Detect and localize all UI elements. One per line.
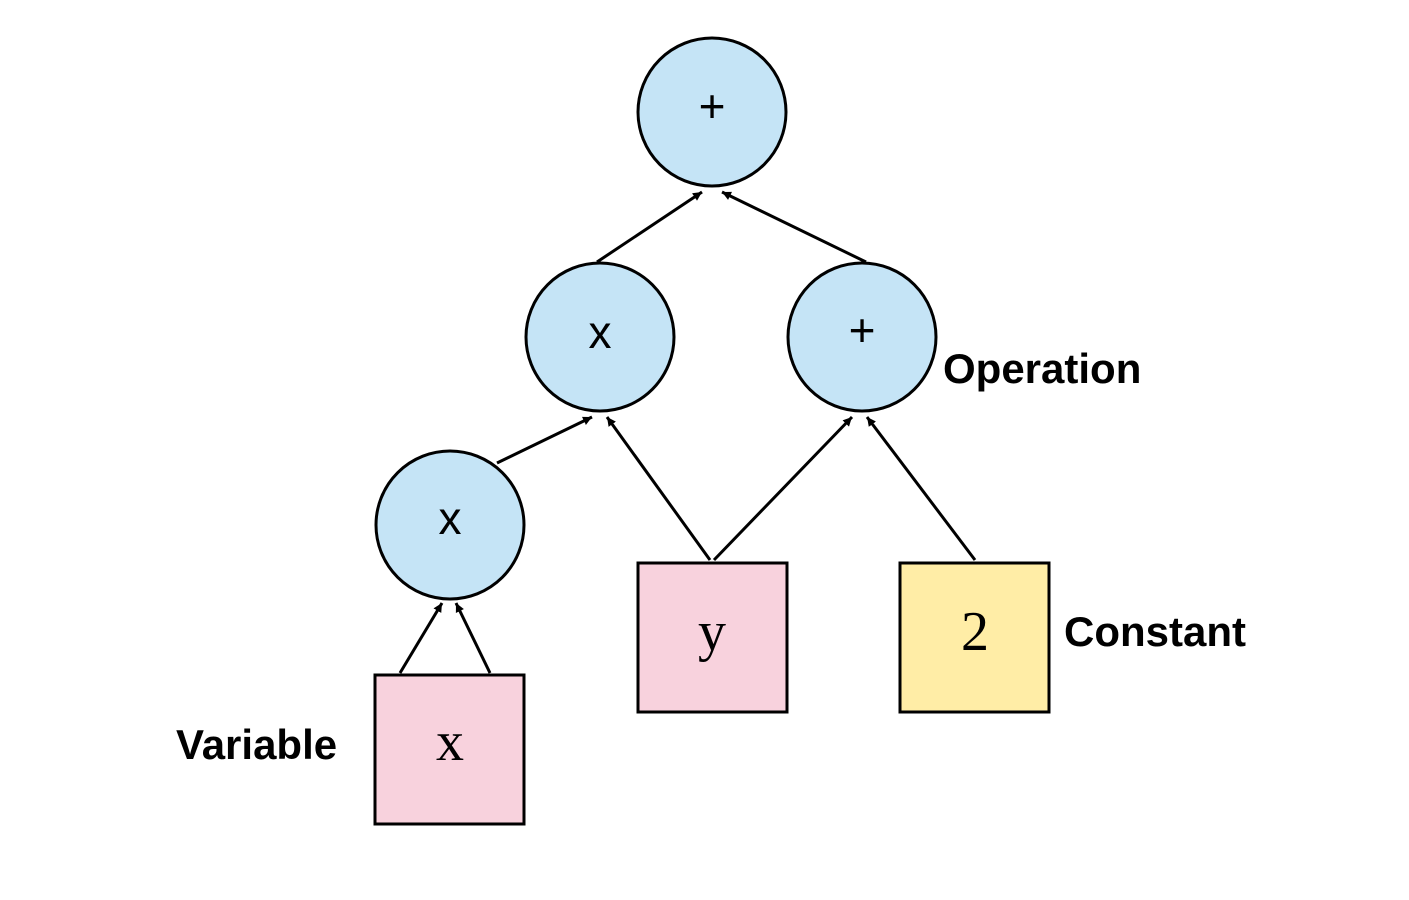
edge-var-y-to-mid-times	[605, 416, 712, 561]
variable-box	[636, 561, 789, 714]
edge-low-times-to-mid-times	[496, 415, 593, 465]
operation-symbol: x	[589, 306, 612, 358]
edge-var-y-to-mid-plus	[712, 415, 854, 562]
constant-label: Constant	[1064, 608, 1246, 655]
operation-label: Operation	[943, 345, 1141, 392]
operation-circle	[374, 449, 526, 601]
node-low-times: x	[374, 449, 526, 601]
operation-circle	[524, 261, 676, 413]
node-var-x: x	[373, 673, 526, 826]
edge-var-x-to-low-times-right	[454, 602, 492, 674]
edge-const-2-to-mid-plus	[865, 416, 977, 561]
edge-mid-plus-to-top-plus	[721, 190, 867, 264]
operation-symbol: x	[439, 492, 462, 544]
variable-symbol: y	[698, 601, 726, 663]
edge-mid-times-to-top-plus	[596, 190, 703, 264]
node-mid-times: x	[524, 261, 676, 413]
operation-circle	[786, 261, 938, 413]
operation-symbol: +	[849, 304, 876, 356]
operation-circle	[636, 36, 788, 188]
node-var-y: y	[636, 561, 789, 714]
edge-var-x-to-low-times-left	[398, 602, 444, 674]
operation-symbol: +	[699, 80, 726, 132]
node-mid-plus: +	[786, 261, 938, 413]
constant-symbol: 2	[961, 601, 989, 663]
variable-box	[373, 673, 526, 826]
constant-box	[898, 561, 1051, 714]
variable-label: Variable	[176, 721, 337, 768]
variable-symbol: x	[436, 711, 464, 773]
node-top-plus: +	[636, 36, 788, 188]
edges	[398, 190, 977, 674]
node-const-2: 2	[898, 561, 1051, 714]
